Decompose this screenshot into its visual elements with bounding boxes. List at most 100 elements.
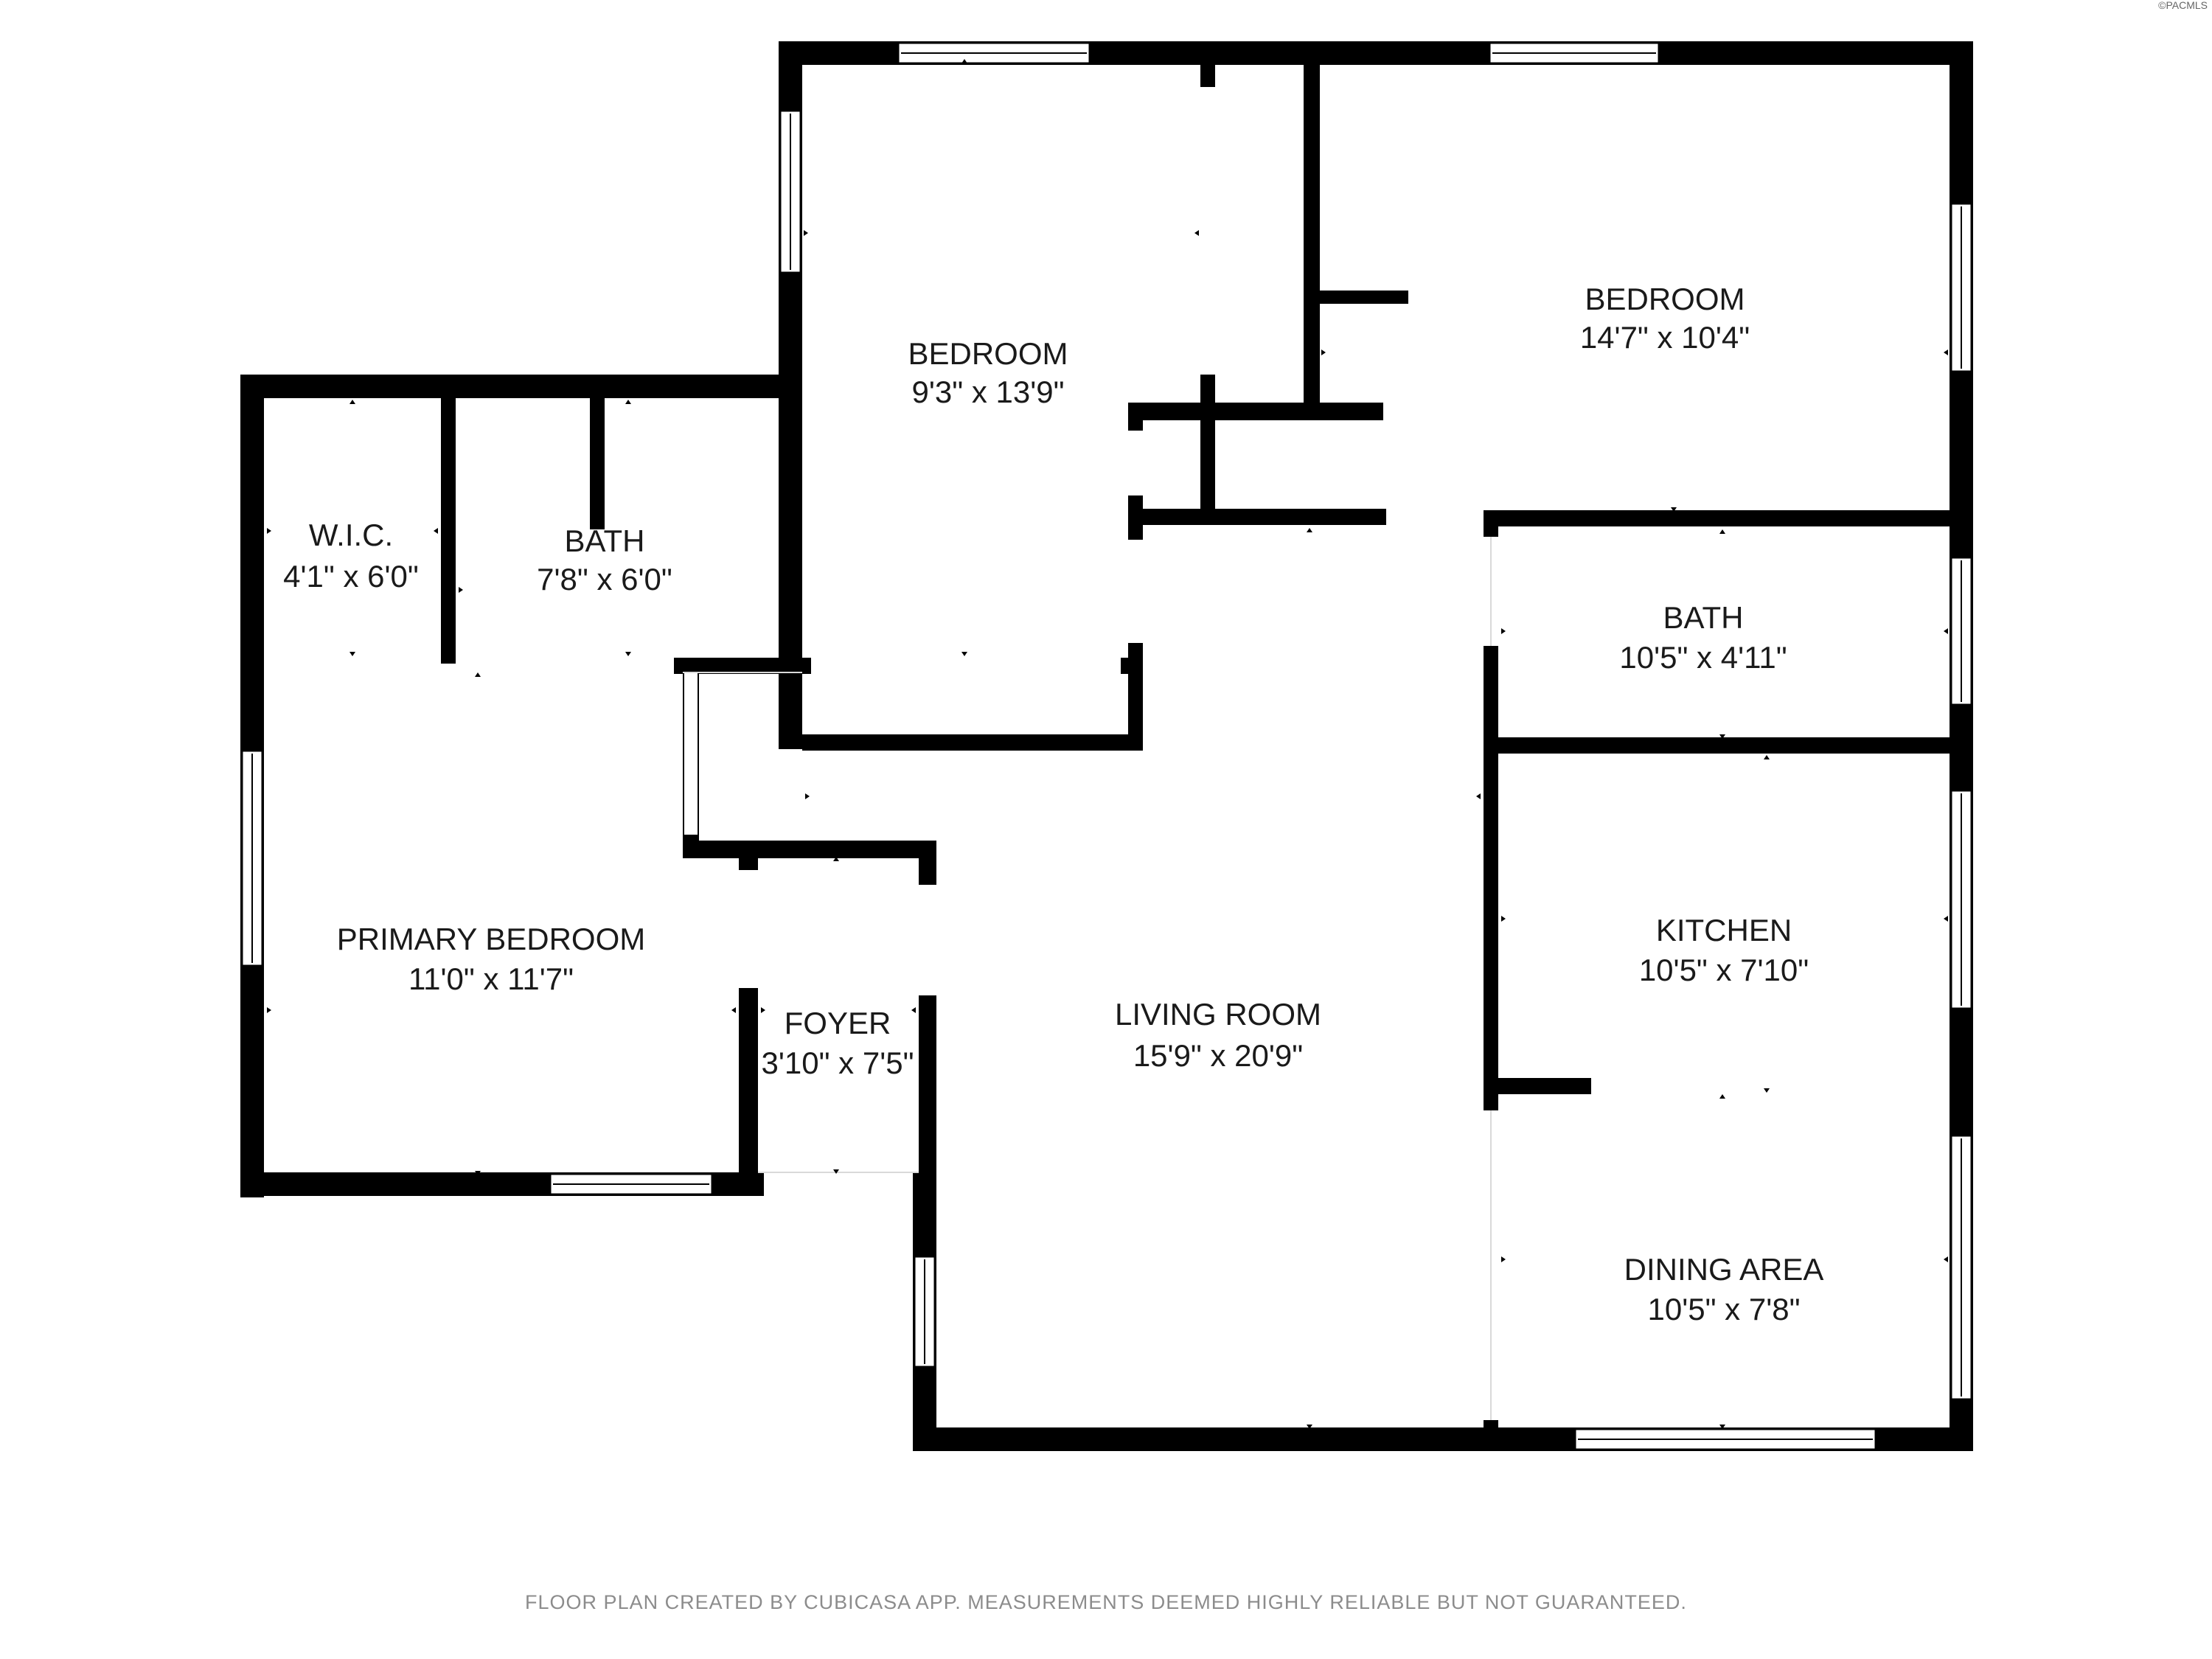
tick-marker [1501,916,1506,922]
tick-marker [1671,507,1677,512]
tick-marker [349,400,355,404]
tick-marker [267,1007,271,1013]
room-bedroom-2: BEDROOM 9'3" x 13'9" [908,336,1068,409]
copyright-watermark: ©PACMLS [2158,0,2208,11]
room-name: LIVING ROOM [1115,997,1321,1032]
tick-marker [1719,1094,1725,1099]
room-kitchen: KITCHEN 10'5" x 7'10" [1639,913,1809,987]
wall-top-wing [240,375,802,398]
tick-marker [1671,59,1677,63]
tick-marker [961,652,967,656]
room-dimensions: 4'1" x 6'0" [283,559,419,594]
tick-marker [1476,793,1481,799]
window-bedroom3-top [1488,41,1660,65]
room-dimensions: 10'5" x 4'11" [1619,640,1787,675]
window-bath2-right [1950,556,1973,706]
opening-foyer-entry [919,885,936,995]
window-primary-bottom [549,1172,714,1196]
wall-bath2-left [1484,510,1498,537]
tick-marker [961,59,967,63]
wall-closet-divider-2 [1304,65,1320,417]
wall-bath-stub [590,398,605,529]
opening-wic [274,658,401,674]
tick-marker [1719,1425,1725,1429]
tick-marker [731,1007,736,1013]
tick-marker [459,587,463,593]
room-dimensions: 15'9" x 20'9" [1133,1038,1303,1073]
room-name: DINING AREA [1624,1252,1824,1287]
opening-bedroom-closet-2 [1394,65,1410,288]
room-bath-1: BATH 7'8" x 6'0" [537,524,672,597]
window-primary-left [240,749,264,967]
tick-marker [1944,628,1948,634]
room-dimensions: 10'5" x 7'8" [1648,1292,1801,1326]
tick-marker [1719,734,1725,739]
window-living-left [913,1255,936,1368]
tick-marker [349,652,355,656]
wall-corridor-bottom [802,734,1143,751]
wall-kitchen-stub [1498,1078,1591,1094]
tick-marker [911,1007,916,1013]
room-name: BEDROOM [1585,282,1745,316]
room-dimensions: 14'7" x 10'4" [1580,320,1750,355]
room-living-room: LIVING ROOM 15'9" x 20'9" [1115,997,1321,1073]
tick-marker [805,793,810,799]
room-name: FOYER [785,1006,891,1040]
room-foyer: FOYER 3'10" x 7'5" [762,1006,914,1080]
room-dimensions: 9'3" x 13'9" [912,375,1065,409]
wall-closet-bottom [1128,509,1386,525]
window-bedroom2-left [779,109,802,274]
wall-closet-top [1128,403,1383,420]
room-name: W.I.C. [309,518,393,552]
tick-marker [1501,1256,1506,1262]
tick-marker [833,857,839,861]
room-primary-bedroom: PRIMARY BEDROOM 11'0" x 11'7" [337,922,646,996]
wall-wic-bath [441,398,456,664]
room-name: BEDROOM [908,336,1068,371]
floor-plan-disclaimer: FLOOR PLAN CREATED BY CUBICASA APP. MEAS… [525,1591,1687,1613]
windows [240,41,1973,1451]
wall-dining-left-foot [1484,1420,1498,1451]
room-dimensions: 11'0" x 11'7" [408,961,574,996]
room-dining-area: DINING AREA 10'5" x 7'8" [1624,1252,1824,1326]
tick-marker [625,652,631,656]
window-dining-bottom [1573,1427,1877,1451]
window-bedroom3-right [1950,202,1973,373]
room-name: PRIMARY BEDROOM [337,922,646,956]
room-name: BATH [565,524,645,558]
opening-bedroom-closet-1 [1200,87,1215,375]
tick-marker [475,1171,481,1175]
tick-marker [434,528,438,534]
tick-marker [1944,916,1948,922]
tick-marker [625,400,631,404]
opening-corridor-end [1128,540,1143,643]
tick-marker [804,230,808,236]
room-wic: W.I.C. 4'1" x 6'0" [283,518,419,594]
walls [240,41,1973,1451]
dimension-markers [267,59,1948,1429]
wall-foyer-top [683,841,936,858]
wall-bath2-bottom [1498,737,1950,754]
wall-bedroom3-bottom [1484,510,1950,526]
wall-bath2-left-lower [1484,646,1498,1110]
room-name: BATH [1663,600,1744,635]
openings [274,65,1492,1420]
room-bedroom-3: BEDROOM 14'7" x 10'4" [1580,282,1750,355]
opening-hall-top [1386,509,1484,525]
tick-marker [1944,1256,1948,1262]
tick-marker [1764,755,1770,759]
tick-marker [761,1007,765,1013]
room-bath-2: BATH 10'5" x 4'11" [1619,600,1787,675]
tick-marker [833,1169,839,1174]
room-dimensions: 7'8" x 6'0" [537,562,672,597]
room-dimensions: 3'10" x 7'5" [762,1046,914,1080]
window-dining-right [1950,1134,1973,1401]
tick-marker [267,528,271,534]
room-name: KITCHEN [1656,913,1792,947]
tick-marker [1321,349,1326,355]
opening-bedroom2 [811,658,1121,674]
tick-marker [1307,1425,1312,1429]
tick-marker [1501,628,1506,634]
opening-bath1 [563,658,674,674]
tick-marker [779,587,783,593]
